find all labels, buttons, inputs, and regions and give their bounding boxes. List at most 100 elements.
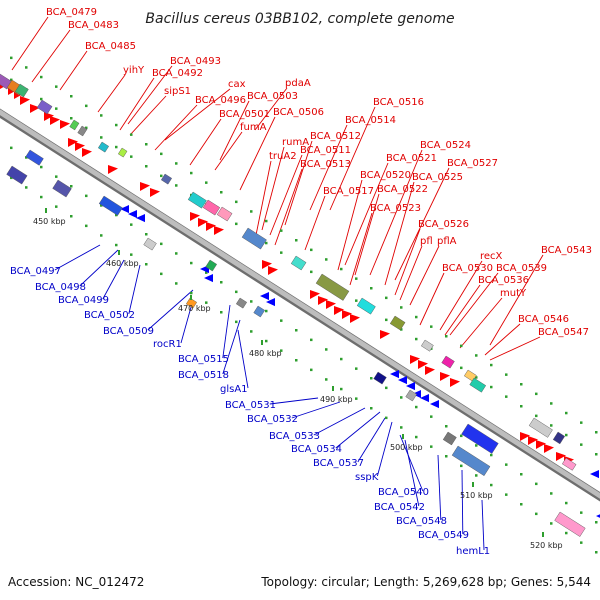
gene-block (405, 389, 418, 402)
forward-gene-arrow (214, 226, 224, 235)
gene-label-top: BCA_0524 (420, 140, 471, 151)
gene-block (441, 355, 455, 369)
spacer-dot (55, 175, 58, 178)
spacer-dot (340, 357, 343, 361)
spacer-dot (70, 185, 73, 188)
spacer-dot (295, 329, 298, 332)
gene-label-top: BCA_0485 (85, 41, 136, 52)
callout-line (129, 95, 167, 136)
callout-line (284, 140, 313, 226)
gene-label-top: BCA_0522 (377, 184, 428, 195)
spacer-dot (70, 95, 73, 98)
gene-label-top: BCA_0546 (518, 314, 569, 325)
forward-gene-arrow (44, 112, 54, 121)
callout-line (304, 195, 326, 251)
gene-label-top: fumA (240, 122, 267, 133)
spacer-dot (355, 397, 358, 400)
spacer-dot (160, 152, 163, 156)
gene-label-top: BCA_0496 (195, 95, 246, 106)
callout-line (147, 289, 194, 331)
spacer-dot (25, 186, 28, 189)
accession-text: Accession: NC_012472 (8, 575, 144, 589)
spacer-dot (550, 424, 553, 427)
gene-label-bottom: BCA_0502 (84, 310, 135, 321)
gene-label-bottom: hemL1 (456, 546, 490, 557)
forward-gene-arrow (536, 440, 546, 449)
spacer-dot (85, 194, 88, 198)
spacer-dot (400, 426, 403, 429)
callout-line (97, 74, 126, 113)
spacer-dot (295, 239, 298, 242)
reverse-gene-arrow (128, 210, 137, 219)
spacer-dot (565, 411, 568, 415)
spacer-dot (595, 431, 598, 434)
spacer-dot (370, 287, 373, 290)
gene-label-bottom: BCA_0499 (58, 295, 109, 306)
gene-label-top: yihY (123, 65, 145, 76)
gene-label-bottom: BCA_0533 (269, 431, 320, 442)
spacer-dot (220, 191, 223, 194)
spacer-dot (235, 222, 238, 226)
spacer-dot (460, 464, 463, 468)
spacer-dot (145, 263, 148, 266)
spacer-dot (385, 416, 388, 420)
forward-gene-arrow (198, 218, 208, 227)
callout-line (404, 439, 420, 507)
spacer-dot (385, 296, 388, 300)
spacer-dot (115, 213, 118, 217)
gene-label-top: BCA_0506 (273, 107, 324, 118)
spacer-dot (445, 425, 448, 428)
spacer-dot (280, 319, 283, 322)
spacer-dot (475, 354, 478, 357)
spacer-dot (25, 156, 28, 159)
gene-block (552, 431, 566, 445)
gene-block (253, 305, 266, 318)
tick-mark (190, 295, 192, 300)
spacer-dot (325, 348, 328, 351)
spacer-dot (175, 282, 178, 285)
callout-line (354, 193, 380, 276)
gene-block (373, 371, 387, 385)
callout-line (461, 469, 464, 535)
gene-block (97, 141, 110, 153)
spacer-dot (370, 377, 373, 380)
gene-block (77, 125, 88, 137)
genome-backbone (0, 109, 600, 499)
forward-gene-arrow (380, 330, 390, 339)
callout-line (329, 106, 376, 211)
gene-block (356, 297, 376, 315)
spacer-dot (175, 184, 178, 187)
spacer-dot (10, 176, 13, 180)
spacer-dot (10, 78, 13, 82)
spacer-dot (415, 315, 418, 319)
spacer-dot (190, 171, 193, 175)
forward-gene-arrow (556, 452, 566, 461)
callout-line (59, 50, 88, 91)
callout-line (349, 212, 373, 286)
gene-block (143, 237, 157, 251)
spacer-dot (505, 493, 508, 496)
callout-line (481, 499, 485, 551)
callout-line (489, 254, 544, 346)
callout-line (309, 124, 348, 211)
callout-line (394, 167, 450, 281)
gene-label-top: mutY (500, 288, 527, 299)
gene-label-top: pdaA (285, 78, 311, 89)
tick-mark (45, 208, 47, 213)
spacer-dot (550, 402, 553, 405)
spacer-dot (115, 243, 118, 247)
spacer-dot (10, 56, 13, 60)
gene-features (0, 73, 600, 537)
spacer-dot (205, 301, 208, 304)
gene-label-top: BCA_0536 (478, 275, 529, 286)
gene-block (442, 431, 457, 446)
gene-labels: BCA_0479BCA_0483BCA_0485yihYBCA_0493BCA_… (10, 7, 592, 557)
scale-tick-label: 470 kbp (178, 304, 211, 313)
spacer-dot (580, 421, 583, 424)
gene-label-top: sipS1 (164, 86, 191, 97)
spacer-dot (535, 482, 538, 486)
gene-block (216, 206, 233, 222)
gene-label-top: BCA_0513 (300, 159, 351, 170)
reverse-gene-arrow (120, 205, 129, 214)
gene-label-bottom: BCA_0534 (291, 444, 342, 455)
